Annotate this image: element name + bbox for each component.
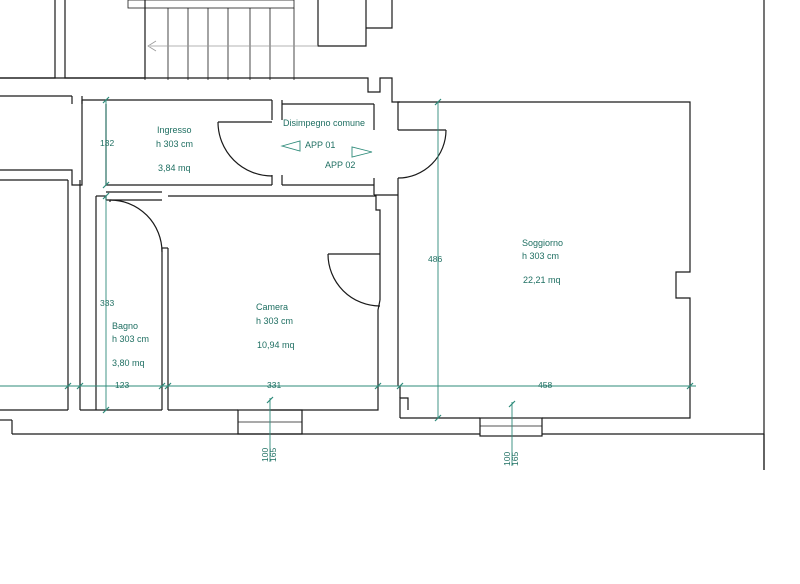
window-soggiorno-leader	[508, 400, 516, 466]
arrow-app02-icon	[351, 146, 373, 158]
dimension-bagno-vertical	[102, 192, 110, 414]
bagno-room	[79, 180, 163, 411]
ingresso-room	[105, 104, 273, 201]
dimension-ingresso	[102, 96, 110, 189]
dim-ingresso-label: 132	[100, 138, 114, 148]
arrow-app01-icon	[280, 140, 301, 152]
window-camera-dim-b: 165	[268, 448, 278, 462]
dim-soggiorno-width-label: 458	[538, 380, 552, 390]
stair-core	[0, 0, 393, 80]
ingresso-name: Ingresso	[157, 125, 192, 135]
window-soggiorno-dim-b: 165	[510, 452, 520, 466]
dim-bagno-width-label: 123	[115, 380, 129, 390]
soggiorno-area: 22,21 mq	[523, 275, 561, 285]
bagno-name: Bagno	[112, 321, 138, 331]
door-disimpegno	[397, 129, 447, 179]
camera-room	[161, 195, 381, 411]
disimpegno-room	[281, 175, 399, 196]
dim-soggiorno-height-label: 486	[428, 254, 442, 264]
camera-name: Camera	[256, 302, 288, 312]
soggiorno-name: Soggiorno	[522, 238, 563, 248]
window-soggiorno	[479, 417, 543, 437]
left-walls	[0, 100, 83, 434]
dim-camera-width-label: 331	[267, 380, 281, 390]
ingresso-area: 3,84 mq	[158, 163, 191, 173]
disimpegno-app02: APP 02	[325, 160, 355, 170]
bagno-height: h 303 cm	[112, 334, 149, 344]
door-ingresso	[217, 121, 273, 177]
camera-area: 10,94 mq	[257, 340, 295, 350]
window-soggiorno-dim-a: 100	[502, 452, 512, 466]
outer-bottom-wall	[12, 433, 765, 470]
dim-bagno-height-label: 333	[100, 298, 114, 308]
soggiorno-room	[397, 101, 691, 419]
camera-height: h 303 cm	[256, 316, 293, 326]
dimension-soggiorno-vertical	[434, 98, 442, 422]
bagno-area: 3,80 mq	[112, 358, 145, 368]
disimpegno-name: Disimpegno comune	[283, 118, 365, 128]
disimpegno-app01: APP 01	[305, 140, 335, 150]
dimension-horizontal-row	[0, 382, 696, 390]
upper-corridor-walls	[0, 0, 765, 470]
ingresso-height: h 303 cm	[156, 139, 193, 149]
soggiorno-height: h 303 cm	[522, 251, 559, 261]
window-camera-dim-a: 100	[260, 448, 270, 462]
window-camera-leader	[266, 396, 274, 462]
